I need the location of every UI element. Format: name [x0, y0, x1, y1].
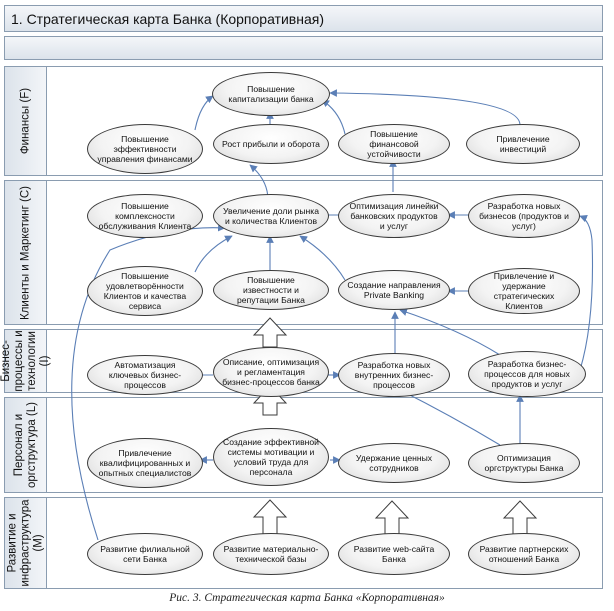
node-reputation: Повышение известности и репутации Банка: [213, 270, 329, 310]
node-partnerships: Развитие партнерских отношений Банка: [468, 533, 580, 575]
node-financial-management: Повышение эффективности управления финан…: [87, 124, 203, 174]
node-motivation: Создание эффективной системы мотивации и…: [213, 428, 329, 486]
node-strategic-clients: Привлечение и удержание стратегических К…: [468, 268, 580, 314]
node-client-satisfaction: Повышение удовлетворённости Клиентов и к…: [87, 266, 203, 316]
lane-header-processes: Бизнес-процессы и технологии (I): [0, 330, 51, 392]
node-service-complexity: Повышение комплексности обслуживания Кли…: [87, 194, 203, 238]
title-bar: 1. Стратегическая карта Банка (Корпорати…: [4, 5, 603, 32]
node-automation: Автоматизация ключевых бизнес-процессов: [87, 355, 203, 395]
node-internal-processes: Разработка новых внутренних бизнес-проце…: [338, 353, 450, 397]
node-profit-turnover: Рост прибыли и оборота: [213, 124, 329, 164]
node-material-base: Развитие материально-технической базы: [213, 533, 329, 575]
lane-header-clients: Клиенты и Маркетинг (С): [5, 181, 47, 324]
lane-label-personnel: Персонал и оргструктура (L): [12, 402, 38, 488]
node-new-business: Разработка новых бизнесов (продуктов и у…: [468, 194, 580, 238]
node-org-structure: Оптимизация оргструктуры Банка: [468, 443, 580, 483]
node-product-processes: Разработка бизнес-процессов для новых пр…: [468, 351, 586, 397]
node-qualified-staff: Привлечение квалифицированных и опытных …: [87, 438, 203, 488]
lane-header-personnel: Персонал и оргструктура (L): [5, 398, 47, 492]
node-reglamentation: Описание, оптимизация и регламентация би…: [213, 347, 329, 397]
lane-header-infrastructure: Развитие и инфраструктура (М): [5, 498, 47, 588]
node-financial-stability: Повышение финансовой устойчивости: [338, 124, 450, 164]
figure-caption: Рис. 3. Стратегическая карта Банка «Корп…: [169, 592, 445, 604]
node-retention: Удержание ценных сотрудников: [338, 443, 450, 483]
lane-header-finance: Финансы (F): [5, 67, 47, 175]
header-spacer-bar: [4, 36, 603, 60]
lane-label-finance: Финансы (F): [19, 87, 31, 155]
node-capitalization: Повышение капитализации банка: [212, 72, 330, 116]
node-market-share: Увеличение доли рынка и количества Клиен…: [213, 194, 329, 238]
diagram-title: 1. Стратегическая карта Банка (Корпорати…: [11, 11, 324, 27]
lane-label-infrastructure: Развитие и инфраструктура (М): [6, 499, 44, 587]
node-website: Развитие web-сайта Банка: [338, 533, 450, 575]
node-investments: Привлечение инвестиций: [466, 124, 580, 164]
node-private-banking: Создание направления Private Banking: [338, 270, 450, 310]
node-product-line: Оптимизация линейки банковских продуктов…: [338, 194, 450, 238]
node-branch-network: Развитие филиальной сети Банка: [87, 533, 203, 575]
lane-label-clients: Клиенты и Маркетинг (С): [19, 185, 31, 320]
lane-label-processes: Бизнес-процессы и технологии (I): [0, 330, 51, 392]
